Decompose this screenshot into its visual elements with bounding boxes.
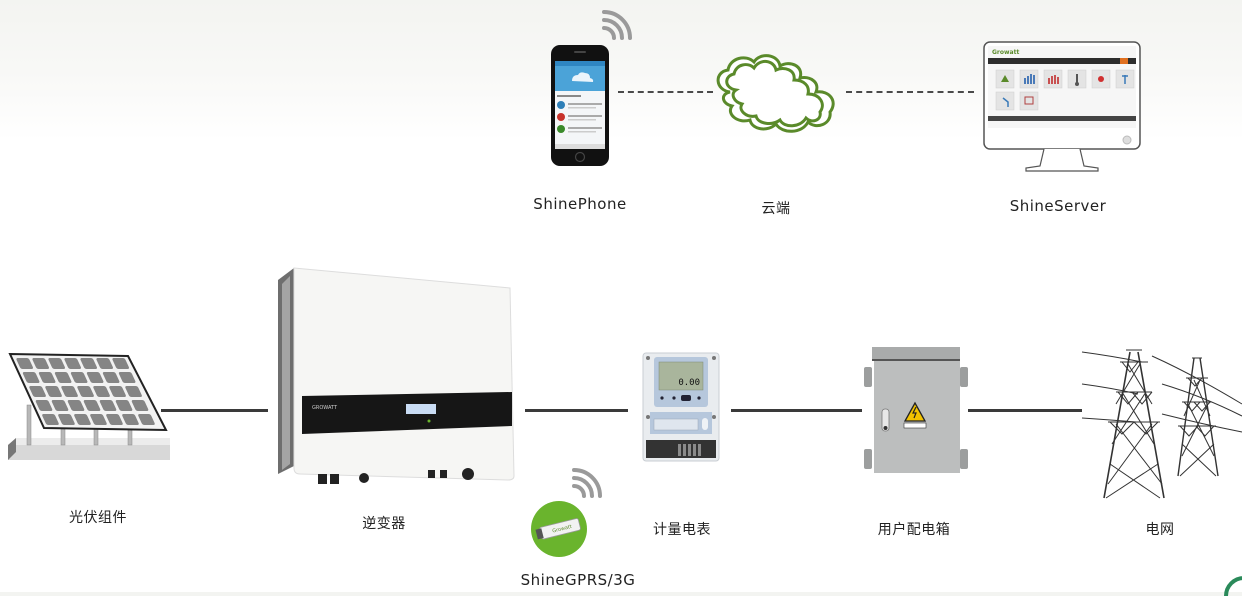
- label-pv: 光伏组件: [69, 510, 127, 526]
- monitor-icon: Growatt: [983, 41, 1141, 172]
- connection-phone-cloud: [618, 91, 713, 93]
- cloud-icon: [716, 54, 835, 133]
- logo-fragment-icon: [1224, 576, 1242, 596]
- wifi-signal-icon: [602, 10, 632, 40]
- connection-meter-distribution: [731, 409, 862, 412]
- solar-panel-icon: [8, 352, 170, 460]
- gprs-stick-icon: Growatt: [531, 501, 587, 557]
- power-tower-icon: [1081, 349, 1242, 499]
- label-shinegprs: ShineGPRS/3G: [520, 571, 636, 589]
- meter-display-value: 0.00: [678, 378, 700, 388]
- svg-text:GROWATT: GROWATT: [312, 405, 338, 411]
- connection-pv-inverter: [161, 409, 268, 412]
- distribution-box-icon: [864, 347, 968, 473]
- electric-meter-icon: 0.00: [642, 352, 720, 462]
- smartphone-icon: [551, 45, 609, 166]
- gprs-brand-text: Growatt: [552, 524, 573, 535]
- server-brand-text: Growatt: [992, 49, 1019, 56]
- label-distribution: 用户配电箱: [877, 522, 951, 538]
- connection-inverter-meter: [525, 409, 628, 412]
- inverter-icon: GROWATT: [278, 267, 515, 484]
- connection-distribution-grid: [968, 409, 1082, 412]
- label-cloud: 云端: [761, 201, 791, 217]
- wifi-signal-icon: [572, 468, 602, 498]
- label-shinephone: ShinePhone: [533, 195, 627, 213]
- label-shineserver: ShineServer: [1009, 197, 1107, 215]
- connection-cloud-server: [846, 91, 974, 93]
- label-inverter: 逆变器: [362, 516, 406, 532]
- label-meter: 计量电表: [653, 522, 711, 538]
- label-grid: 电网: [1145, 522, 1175, 538]
